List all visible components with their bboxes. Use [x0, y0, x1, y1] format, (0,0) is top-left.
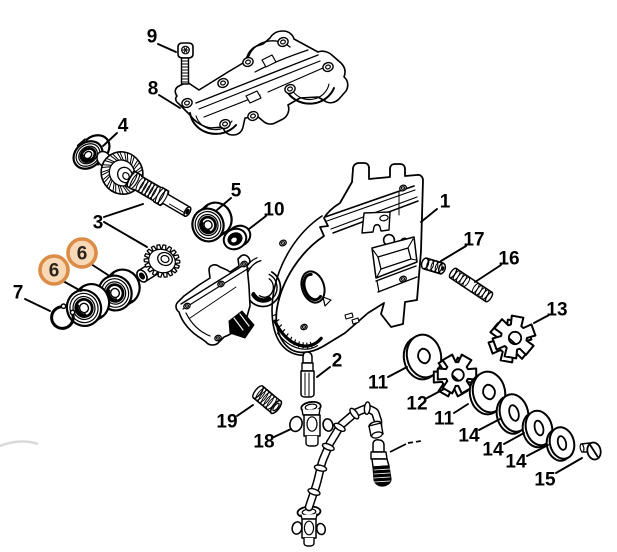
svg-text:17: 17 — [463, 230, 484, 251]
svg-text:18: 18 — [253, 432, 274, 453]
svg-text:14: 14 — [458, 426, 480, 447]
svg-text:19: 19 — [216, 412, 237, 433]
svg-text:9: 9 — [147, 27, 158, 48]
svg-text:3: 3 — [93, 213, 104, 234]
svg-text:2: 2 — [332, 351, 343, 372]
svg-text:6: 6 — [77, 244, 88, 265]
svg-text:5: 5 — [231, 181, 242, 202]
svg-text:1: 1 — [440, 192, 451, 213]
svg-text:10: 10 — [263, 200, 284, 221]
svg-text:7: 7 — [13, 283, 24, 304]
svg-text:13: 13 — [546, 300, 567, 321]
svg-text:8: 8 — [148, 79, 159, 100]
svg-text:4: 4 — [118, 116, 129, 137]
svg-text:14: 14 — [482, 440, 504, 461]
svg-text:11: 11 — [368, 373, 389, 394]
svg-text:6: 6 — [49, 261, 60, 282]
svg-text:16: 16 — [498, 249, 519, 270]
svg-text:12: 12 — [406, 394, 427, 415]
svg-text:14: 14 — [505, 452, 527, 473]
svg-text:15: 15 — [534, 470, 556, 491]
svg-text:11: 11 — [434, 409, 455, 430]
